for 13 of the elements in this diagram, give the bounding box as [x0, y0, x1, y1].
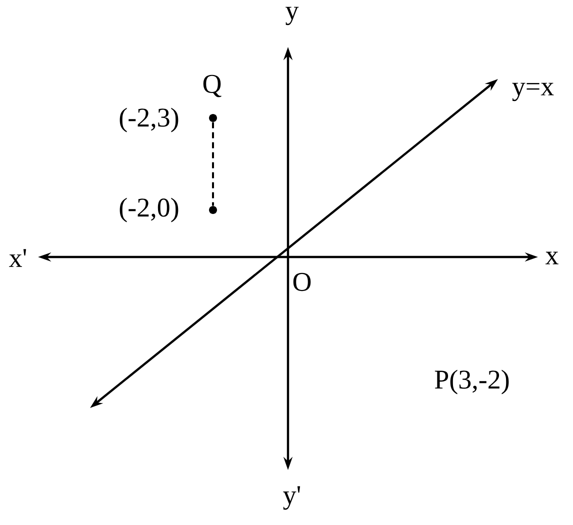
point-label: Q: [203, 74, 222, 98]
point-dot: [209, 206, 217, 214]
axis-label: x: [546, 252, 558, 264]
dashed-line: [212, 122, 214, 206]
point-label: (-2,0): [120, 198, 178, 222]
axis-label: x': [9, 249, 26, 267]
axis-label: y': [283, 486, 300, 510]
axis-label: O: [293, 272, 311, 292]
point-label: (-2,3): [120, 108, 178, 132]
point-dot: [209, 114, 217, 122]
axis-label: y: [286, 6, 299, 26]
axis-label: y=x: [512, 82, 554, 102]
axis-label: P(3,-2): [434, 370, 509, 394]
